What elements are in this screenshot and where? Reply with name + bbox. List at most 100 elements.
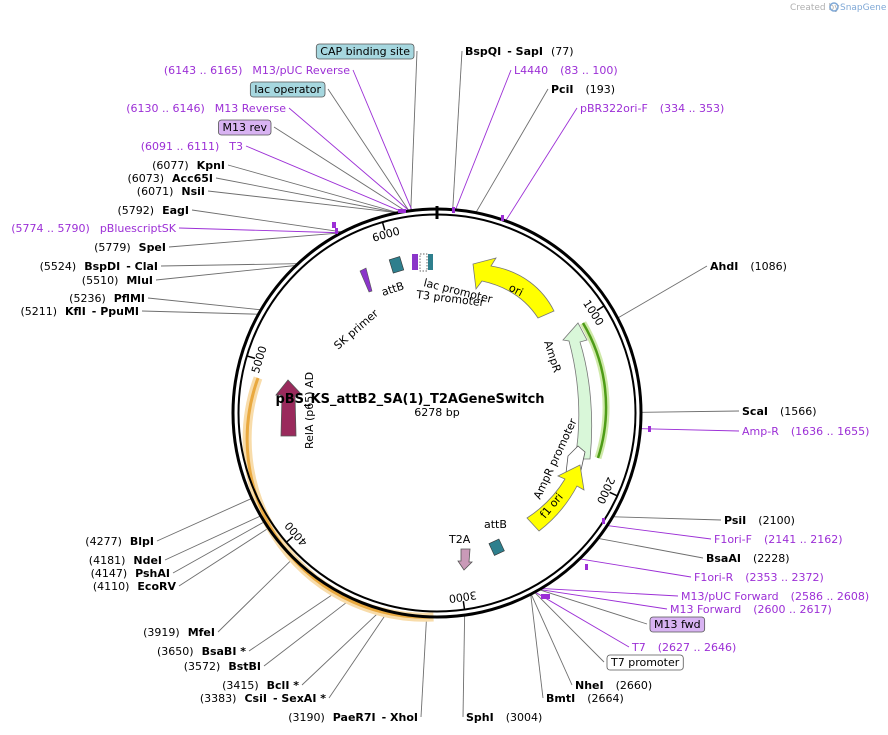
feature-t2a: T2A	[448, 533, 473, 571]
leader-line	[263, 598, 352, 667]
label-enzyme[interactable]: BsaBI *(3650)	[157, 645, 246, 658]
label-enzyme[interactable]: NsiI(6071)	[137, 185, 205, 198]
label-primer[interactable]: M13/pUC Reverse(6143 .. 6165)	[164, 64, 350, 77]
label-enzyme[interactable]: KpnI(6077)	[152, 159, 225, 172]
rela-orange-band-glow	[242, 376, 434, 622]
primer-name: M13/pUC Reverse	[252, 64, 350, 77]
label-enzyme[interactable]: MfeI(3919)	[143, 626, 215, 639]
t3-promoter-mark	[419, 253, 428, 272]
leader-line	[301, 609, 382, 686]
enzyme-position: (5779)	[94, 241, 131, 254]
primer-position: (83 .. 100)	[560, 64, 618, 77]
attb-bottom-box	[488, 538, 505, 556]
enzyme-name: MfeI	[188, 626, 215, 639]
enzyme-position: (2664)	[587, 692, 624, 705]
label-enzyme[interactable]: ScaI(1566)	[742, 405, 817, 418]
enzyme-position: (3004)	[506, 711, 543, 724]
label-enzyme[interactable]: EagI (5792)	[118, 204, 189, 217]
label-enzyme[interactable]: Acc65I(6073)	[127, 172, 213, 185]
enzyme-position: (193)	[585, 83, 615, 96]
rela-arrow	[275, 379, 303, 437]
enzyme-position: (5510)	[82, 274, 119, 287]
leader-line	[641, 428, 740, 432]
enzyme-name: KflI	[65, 305, 86, 318]
enzyme-position: (3415)	[222, 679, 259, 692]
label-enzyme[interactable]: SpeI (5779)	[94, 241, 166, 254]
feature-f1-ori: f1 ori	[526, 464, 585, 532]
label-enzyme[interactable]: BsaAI(2228)	[706, 552, 790, 565]
label-primer[interactable]: T3(6091 .. 6111)	[141, 140, 243, 153]
scale-tick	[286, 536, 294, 543]
leader-lines	[141, 50, 740, 718]
label-primer[interactable]: F1ori-F(2141 .. 2162)	[714, 533, 843, 546]
label-enzyme[interactable]: PflMI(5236)	[69, 292, 145, 305]
enzyme-position: (3190)	[288, 711, 325, 724]
label-feature-box[interactable]: lac operator	[249, 81, 326, 98]
label-enzyme[interactable]: PshAI(4147)	[91, 567, 170, 580]
label-feature-box[interactable]: M13 rev	[218, 119, 272, 136]
leader-line	[618, 265, 708, 319]
label-primer[interactable]: F1ori-R(2353 .. 2372)	[694, 571, 824, 584]
leader-line	[505, 107, 578, 221]
primer-name: L4440	[514, 64, 548, 77]
leader-line	[530, 595, 544, 699]
enzyme-name: BsaAI	[706, 552, 741, 565]
enzyme-position: (5236)	[69, 292, 106, 305]
label-enzyme[interactable]: - SexAI *CsiI(3383)	[200, 692, 326, 705]
label-text: M13 fwd	[654, 618, 701, 631]
label-primer[interactable]: pBR322ori-F(334 .. 353)	[580, 102, 724, 115]
label-primer[interactable]: L4440 (83 .. 100)	[514, 64, 618, 77]
label-enzyme[interactable]: PciI(193)	[551, 83, 615, 96]
label-enzyme[interactable]: SphI(3004)	[466, 711, 542, 724]
label-enzyme[interactable]: BclI *(3415)	[222, 679, 299, 692]
leader-line	[608, 525, 712, 540]
enzyme-position: (5211)	[20, 305, 57, 318]
enzyme-position: (5792)	[118, 204, 155, 217]
primer-name: F1ori-R	[694, 571, 734, 584]
label-enzyme[interactable]: BstBI(3572)	[184, 660, 261, 673]
label-enzyme[interactable]: AhdI(1086)	[710, 260, 787, 273]
snapgene-credit: Created by SnapGene	[790, 2, 887, 13]
enzyme-name-2: - ClaI	[126, 260, 158, 273]
label-box	[218, 119, 272, 136]
enzyme-name: SpeI	[139, 241, 166, 254]
label-feature-box[interactable]: T7 promoter	[606, 654, 684, 671]
label-enzyme[interactable]: MluI(5510)	[82, 274, 153, 287]
label-enzyme[interactable]: BspQI- SapI(77)	[465, 45, 574, 58]
enzyme-position: (1086)	[750, 260, 787, 273]
leader-line	[248, 591, 337, 652]
ampr-green-band	[581, 322, 608, 459]
label-enzyme[interactable]: BmtI(2664)	[546, 692, 624, 705]
enzyme-name: ScaI	[742, 405, 768, 418]
enzyme-name: NsiI	[181, 185, 205, 198]
label-enzyme[interactable]: EcoRV(4110)	[93, 580, 177, 593]
label-primer[interactable]: pBluescriptSK(5774 .. 5790)	[11, 222, 177, 235]
label-primer[interactable]: M13 Reverse(6130 .. 6146)	[126, 102, 286, 115]
enzyme-name: EagI	[162, 204, 189, 217]
leader-line	[160, 263, 297, 267]
label-primer[interactable]: Amp-R(1636 .. 1655)	[742, 425, 869, 438]
enzyme-name-2: - XhoI	[382, 711, 418, 724]
scale-tick	[247, 355, 256, 360]
label-enzyme[interactable]: BlpI(4277)	[85, 535, 154, 548]
label-box	[606, 654, 684, 671]
right-labels: BspQI- SapI(77) L4440 (83 .. 100) PciI(193)…	[465, 45, 869, 724]
label-enzyme[interactable]: NdeI(4181)	[89, 554, 162, 567]
label-enzyme[interactable]: PsiI(2100)	[724, 514, 795, 527]
attb-top-label: attB	[380, 279, 406, 298]
label-primer[interactable]: M13 Forward(2600 .. 2617)	[670, 603, 832, 616]
label-enzyme[interactable]: NheI(2660)	[575, 679, 652, 692]
label-primer[interactable]: T7(2627 .. 2646)	[631, 641, 736, 654]
label-feature-box[interactable]: M13 fwd	[649, 616, 706, 633]
leader-line	[147, 297, 260, 311]
label-feature-box[interactable]: CAP binding site	[315, 43, 415, 60]
primer-name: T7	[631, 641, 646, 654]
enzyme-position: (4277)	[85, 535, 122, 548]
primer-position: (2586 .. 2608)	[791, 590, 870, 603]
leader-line	[410, 50, 418, 210]
label-primer[interactable]: M13/pUC Forward(2586 .. 2608)	[681, 590, 869, 603]
